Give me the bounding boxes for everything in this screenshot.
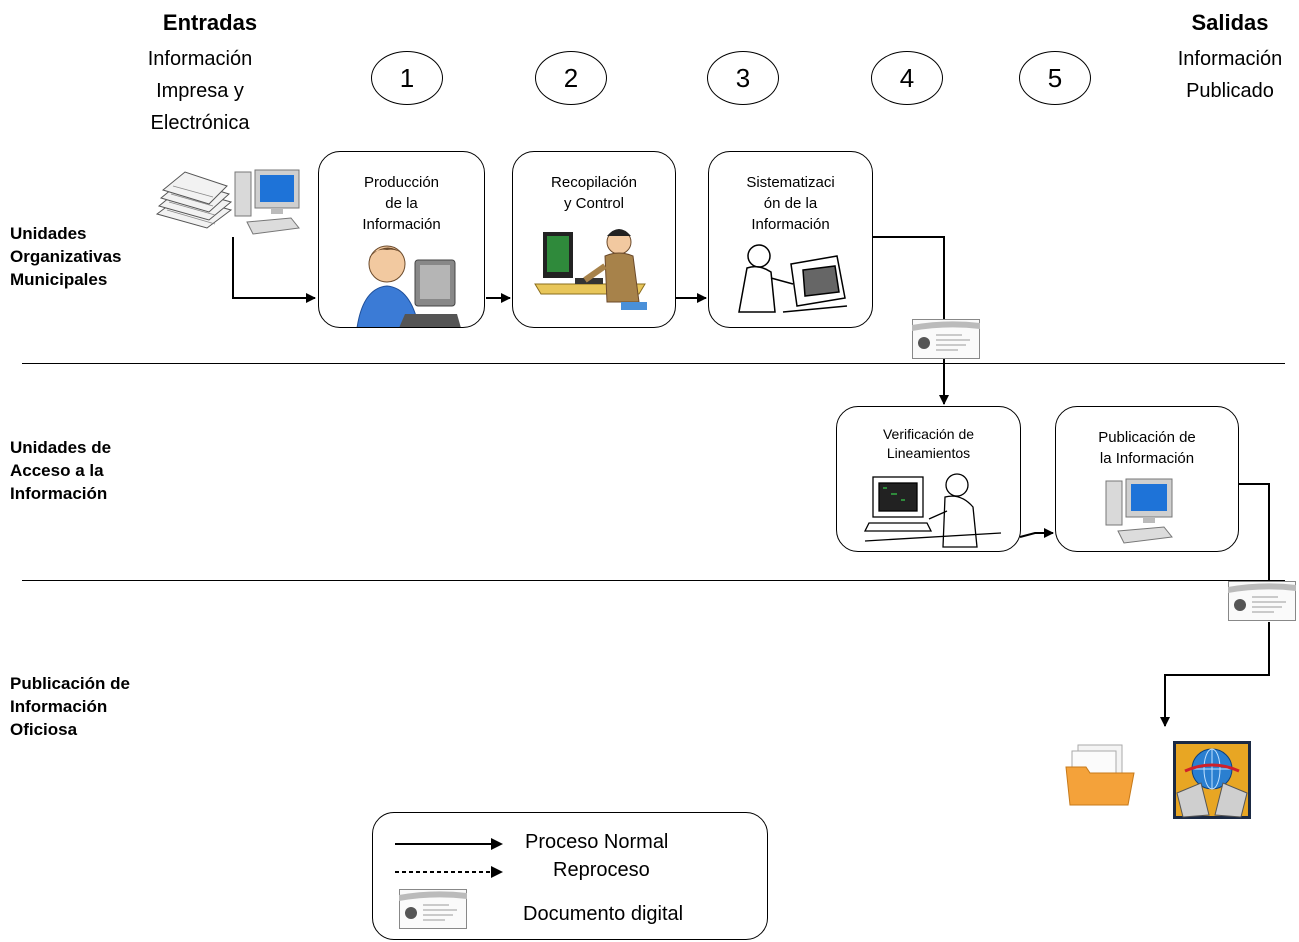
network-globe-icon xyxy=(1173,741,1251,819)
label-line: Recopilación xyxy=(551,174,637,191)
label-line: y Control xyxy=(563,195,625,212)
inputs-title: Entradas xyxy=(162,10,258,35)
legend-normal-arrow xyxy=(395,838,503,850)
digital-document-icon xyxy=(1228,581,1296,621)
inputs-line: Impresa y xyxy=(156,80,244,102)
legend-normal-label: Proceso Normal xyxy=(525,831,669,853)
lane-label-line: Información xyxy=(10,484,108,503)
person-at-computer-icon xyxy=(356,245,461,327)
lane-label-organizational-units: Unidades Organizativas Municipales xyxy=(10,222,122,291)
process-box-label: Sistematizaci ón de la Información xyxy=(709,172,872,235)
outputs-line: Publicado xyxy=(1186,80,1274,102)
lane-label-line: Organizativas xyxy=(10,247,122,266)
outputs-description: Información Publicado xyxy=(1150,43,1299,107)
lane-label-line: Publicación de xyxy=(10,674,130,693)
desktop-computer-icon xyxy=(234,169,300,235)
legend-rework-arrow xyxy=(395,866,503,878)
process-box-production: Producción de la Información xyxy=(318,151,485,328)
process-box-publication: Publicación de la Información xyxy=(1055,406,1239,552)
inputs-line: Electrónica xyxy=(150,112,250,134)
outputs-title: Salidas xyxy=(1191,10,1269,35)
step-circle-2: 2 xyxy=(535,51,607,105)
verification-to-publication-arrow xyxy=(1019,528,1054,538)
label-line: Verificación de xyxy=(882,426,975,442)
legend-box: Proceso Normal Reproceso Documento digit… xyxy=(372,812,768,940)
label-line: Publicación de xyxy=(1098,429,1196,446)
process-box-verification: Verificación de Lineamientos xyxy=(836,406,1021,552)
lane-separator xyxy=(22,580,1285,581)
label-line: Sistematizaci xyxy=(746,174,835,191)
step-circle-1: 1 xyxy=(371,51,443,105)
label-line: Información xyxy=(751,216,830,233)
process-box-label: Verificación de Lineamientos xyxy=(837,425,1020,463)
lane-label-line: Municipales xyxy=(10,270,108,289)
label-line: Información xyxy=(362,216,441,233)
inputs-description: Información Impresa y Electrónica xyxy=(120,43,280,139)
inputs-line: Información xyxy=(147,48,253,70)
lane-separator xyxy=(22,363,1285,364)
input-to-production-arrow xyxy=(232,237,316,303)
lane-label-line: Unidades de xyxy=(10,438,112,457)
label-line: Producción xyxy=(363,174,440,191)
operator-terminal-icon xyxy=(863,473,1002,548)
label-line: de la xyxy=(385,195,418,212)
technician-sketch-icon xyxy=(738,244,848,313)
step-circle-5: 5 xyxy=(1019,51,1091,105)
lane-label-line: Información xyxy=(10,697,108,716)
process-box-systematization: Sistematizaci ón de la Información xyxy=(708,151,873,328)
publication-to-document-line xyxy=(1238,483,1270,582)
label-line: ón de la xyxy=(763,195,818,212)
folder-icon xyxy=(1065,744,1135,806)
lane-label-official-publication: Publicación de Información Oficiosa xyxy=(10,672,130,741)
outputs-line: Información xyxy=(1177,48,1283,70)
clerk-at-desk-icon xyxy=(534,229,647,310)
step-circle-3: 3 xyxy=(707,51,779,105)
paper-stack-icon xyxy=(155,171,233,229)
systematization-to-document-line xyxy=(872,236,945,320)
digital-document-icon xyxy=(399,889,467,929)
document-to-outputs-arrow xyxy=(1160,622,1270,727)
lane-label-line: Acceso a la xyxy=(10,461,104,480)
step-circle-4: 4 xyxy=(871,51,943,105)
process-box-label: Publicación de la Información xyxy=(1056,427,1238,469)
process-box-label: Producción de la Información xyxy=(319,172,484,235)
lane-label-line: Oficiosa xyxy=(10,720,78,739)
desktop-computer-icon xyxy=(1105,478,1173,544)
lane-label-line: Unidades xyxy=(10,224,87,243)
process-box-label: Recopilación y Control xyxy=(513,172,675,214)
process-box-collection: Recopilación y Control xyxy=(512,151,676,328)
lane-label-access-units: Unidades de Acceso a la Información xyxy=(10,436,111,505)
legend-digital-doc-label: Documento digital xyxy=(523,903,684,925)
label-line: la Información xyxy=(1099,450,1195,467)
digital-document-icon xyxy=(912,319,980,359)
normal-flow-arrows xyxy=(232,236,1270,727)
legend-rework-label: Reproceso xyxy=(553,859,650,881)
label-line: Lineamientos xyxy=(886,445,971,461)
